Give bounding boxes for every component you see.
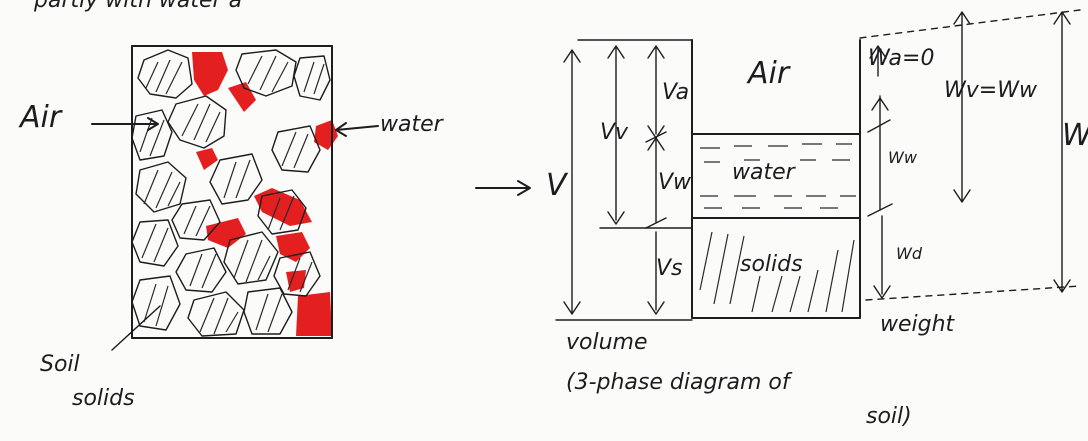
weight-axis-label: weight bbox=[880, 312, 955, 337]
phase-diagram bbox=[475, 9, 1081, 321]
water-phase-label: water bbox=[732, 160, 795, 185]
caption-line-1: (3-phase diagram of bbox=[566, 370, 790, 395]
solids-hatching bbox=[699, 231, 855, 313]
caption-line-2: soil) bbox=[866, 404, 912, 429]
water-pockets bbox=[192, 52, 338, 336]
soil-air-label: Air bbox=[20, 100, 62, 135]
solids-volume-label: Vs bbox=[656, 256, 683, 281]
air-arrow bbox=[91, 117, 159, 131]
pointer-arrow bbox=[475, 180, 531, 196]
water-volume-label: Vw bbox=[658, 170, 692, 195]
air-phase-label: Air bbox=[748, 56, 790, 91]
volume-arrows bbox=[563, 45, 667, 315]
soil-sample-figure bbox=[91, 45, 379, 351]
water-weight-arrow bbox=[871, 95, 889, 211]
weight-arrows bbox=[867, 11, 1071, 299]
sample-box bbox=[131, 45, 333, 339]
soil-solids-label-1: Soil bbox=[40, 352, 80, 377]
total-weight-arrow bbox=[1053, 11, 1071, 293]
total-volume-arrow bbox=[563, 49, 581, 315]
solids-phase-label: solids bbox=[740, 252, 803, 277]
water-dashes bbox=[700, 143, 856, 209]
solids-volume-arrow bbox=[647, 231, 665, 315]
solids-weight-label: Wd bbox=[896, 244, 922, 263]
air-weight-label: Wa=0 bbox=[868, 46, 935, 71]
air-volume-label: Va bbox=[662, 80, 690, 105]
total-weight-label: W bbox=[1062, 118, 1088, 153]
soil-grains bbox=[131, 49, 331, 337]
water-weight-label: Ww bbox=[888, 148, 917, 167]
void-volume-label: Vv bbox=[600, 120, 629, 145]
volume-axis-label: volume bbox=[566, 330, 648, 355]
water-arrow bbox=[335, 122, 379, 137]
soil-water-label: water bbox=[380, 112, 443, 137]
solids-arrow bbox=[111, 305, 161, 351]
total-volume-label: V bbox=[546, 168, 567, 203]
solids-weight-arrow bbox=[873, 215, 891, 299]
bottom-line-right bbox=[865, 285, 1081, 301]
air-weight-arrow bbox=[869, 45, 887, 77]
void-weight-label: Wv=Ww bbox=[944, 78, 1037, 103]
water-volume-arrow bbox=[647, 137, 665, 223]
void-volume-arrow bbox=[607, 45, 625, 225]
phase-block bbox=[691, 39, 861, 319]
header-fragment: partly with water a bbox=[34, 0, 243, 13]
soil-solids-label-2: solids bbox=[72, 386, 135, 411]
grain-hatching bbox=[139, 55, 325, 335]
void-weight-arrow bbox=[953, 11, 971, 203]
